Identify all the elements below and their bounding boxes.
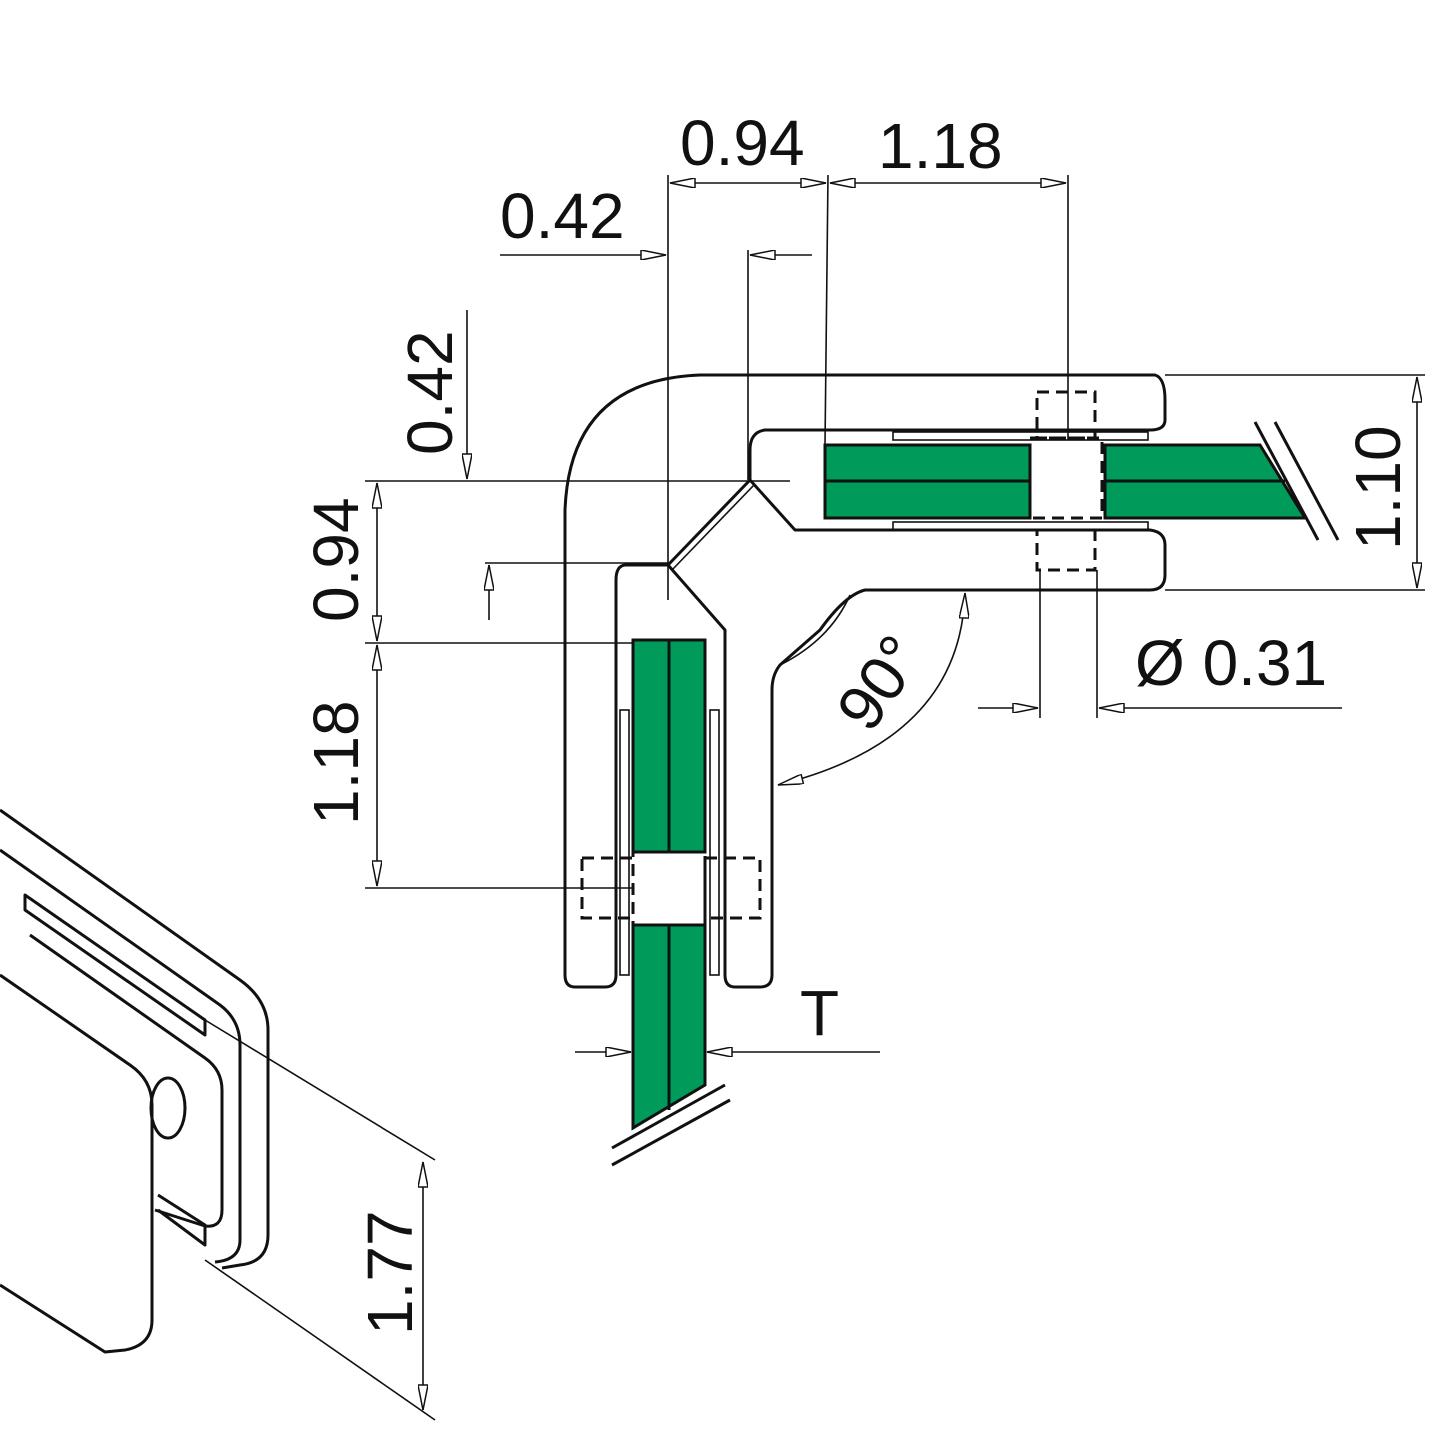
dim-label-top-1-18: 1.18	[878, 110, 1003, 182]
dim-label-angle: 90°	[822, 622, 936, 743]
perspective-view	[0, 808, 436, 1421]
dim-label-left-1-18: 1.18	[300, 700, 372, 825]
dim-label-height-1-10: 1.10	[1342, 425, 1414, 550]
dim-label-top-0-42: 0.42	[500, 180, 625, 252]
dim-label-hole-diameter: Ø 0.31	[1135, 627, 1327, 699]
glass-panel-horizontal	[823, 421, 1340, 541]
dim-label-height-1-77: 1.77	[354, 1210, 426, 1335]
dimension-lines	[365, 174, 1425, 1052]
dim-label-left-0-94: 0.94	[300, 497, 372, 622]
clamp-body	[563, 373, 1167, 989]
dim-label-thickness: T	[800, 977, 839, 1049]
bolt-horizontal	[1028, 390, 1104, 572]
dim-label-top-0-94: 0.94	[680, 107, 805, 179]
glass-panel-vertical	[611, 638, 731, 1167]
dim-label-left-0-42: 0.42	[394, 330, 466, 455]
